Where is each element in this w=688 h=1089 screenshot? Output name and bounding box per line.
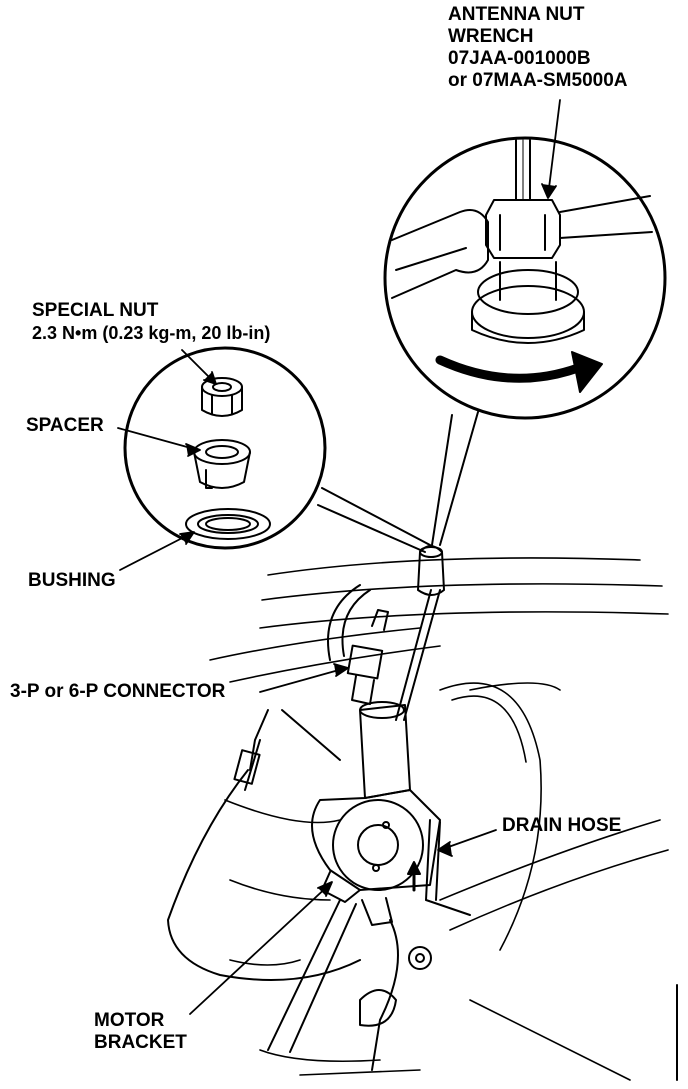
motor-bracket-line1: MOTOR	[94, 1010, 165, 1031]
spacer-label: SPACER	[26, 415, 104, 436]
special-nut-label: SPECIAL NUT 2.3 N•m (0.23 kg-m, 20 lb-in…	[32, 300, 270, 344]
drain-hose-label: DRAIN HOSE	[502, 815, 622, 836]
car-body-lines	[209, 557, 669, 1081]
antenna-nut-wrench-line4: or 07MAA-SM5000A	[448, 70, 628, 91]
parts-detail-circle	[123, 346, 327, 550]
antenna-nut-wrench-line3: 07JAA-001000B	[448, 48, 591, 69]
motor-bracket-line2: BRACKET	[94, 1032, 187, 1053]
bushing-label: BUSHING	[28, 570, 116, 591]
antenna-nut-wrench-label: ANTENNA NUT WRENCH 07JAA-001000B or 07MA…	[448, 4, 628, 92]
antenna-cable	[167, 709, 361, 981]
motor-bracket-label: MOTOR BRACKET	[94, 1010, 187, 1054]
connector-label: 3-P or 6-P CONNECTOR	[10, 681, 226, 702]
antenna-nut-wrench-line1: ANTENNA NUT	[448, 4, 585, 25]
wrench-detail-circle	[383, 136, 667, 420]
special-nut-torque: 2.3 N•m (0.23 kg-m, 20 lb-in)	[32, 323, 271, 343]
leader-lines	[117, 99, 561, 1015]
antenna-nut-wrench-line2: WRENCH	[448, 26, 534, 47]
antenna-assembly	[267, 545, 471, 1071]
special-nut-line1: SPECIAL NUT	[32, 300, 159, 321]
